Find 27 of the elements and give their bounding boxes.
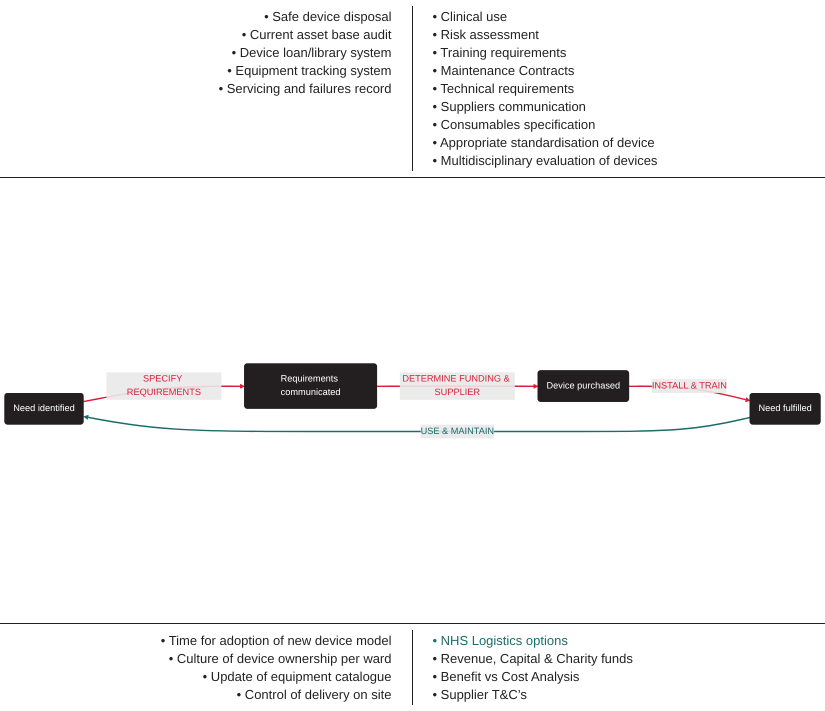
bullet-item: • Suppliers communication	[432, 99, 587, 114]
bullet-item: • Culture of device ownership per ward	[168, 651, 392, 666]
edge-label: INSTALL & TRAIN	[652, 380, 727, 390]
bullet-item: • Control of delivery on site	[236, 687, 392, 702]
bullet-item: • Risk assessment	[432, 27, 540, 42]
bullet-item: • Multidisciplinary evaluation of devices	[432, 153, 658, 168]
bullet-item: • Device loan/library system	[230, 45, 392, 60]
bullet-item: • Consumables specification	[432, 117, 596, 132]
bullet-item: • Appropriate standardisation of device	[432, 135, 656, 150]
bullet-item: • Equipment tracking system	[226, 63, 392, 78]
arrow	[83, 414, 750, 432]
bullet-item: • Update of equipment catalogue	[202, 669, 392, 684]
bullet-item: • Revenue, Capital & Charity funds	[432, 651, 634, 666]
edge-label: SPECIFY REQUIREMENTS	[126, 373, 201, 398]
bullet-item: • Training requirements	[432, 45, 568, 60]
bullet-item: • Benefit vs Cost Analysis	[432, 669, 580, 684]
bullet-item: • Time for adoption of new device model	[160, 633, 392, 648]
bullet-item: • Servicing and failures record	[218, 81, 392, 96]
bullet-item: • Supplier T&C’s	[432, 687, 528, 702]
bullet-item: • Safe device disposal	[263, 9, 392, 24]
edge-label: USE & MAINTAIN	[420, 426, 494, 436]
bullet-item: • Current asset base audit	[240, 27, 392, 42]
edge-label: DETERMINE FUNDING & SUPPLIER	[402, 373, 510, 398]
bullet-item: • Technical requirements	[432, 81, 576, 96]
bullet-item: • Clinical use	[432, 9, 508, 24]
bullet-item: • Maintenance Contracts	[432, 63, 576, 78]
bullet-item: • NHS Logistics options	[432, 633, 569, 648]
